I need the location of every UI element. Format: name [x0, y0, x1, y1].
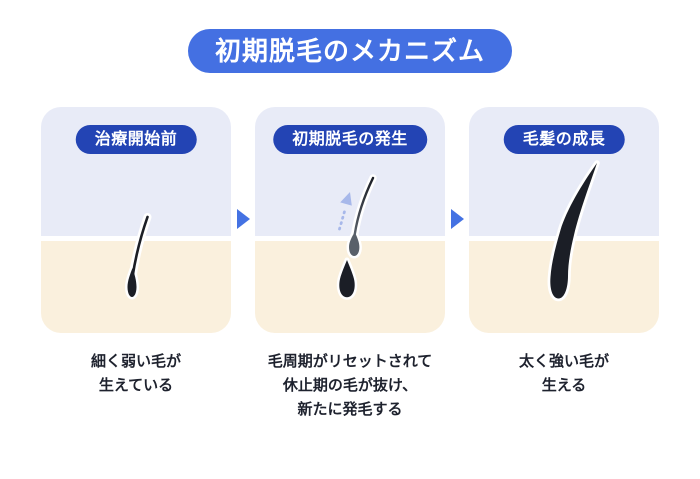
skin-surface-line	[41, 236, 231, 241]
shedding-hair-illustration	[336, 174, 377, 300]
header: 初期脱毛のメカニズム	[0, 29, 700, 73]
step-arrow	[445, 107, 469, 229]
step-label-pill: 毛髪の成長	[503, 125, 625, 154]
arrow-right-icon	[450, 209, 464, 229]
step-caption-3: 太く強い毛が 生える	[518, 353, 609, 394]
step-panel-before-treatment: 治療開始前	[41, 107, 231, 333]
steps-row: 治療開始前 初期脱毛の発生	[0, 107, 700, 333]
step-panel-initial-shedding: 初期脱毛の発生	[255, 107, 445, 333]
thin-weak-hair-illustration	[125, 213, 152, 300]
step-label-pill: 初期脱毛の発生	[273, 125, 427, 154]
dashed-up-arrow-icon	[338, 192, 352, 231]
page-title: 初期脱毛のメカニズム	[187, 29, 512, 73]
step-panel-hair-growth: 毛髪の成長	[469, 107, 659, 333]
arrow-right-icon	[236, 209, 250, 229]
step-arrow	[231, 107, 255, 229]
step-label-pill: 治療開始前	[75, 125, 197, 154]
step-caption-2: 毛周期がリセットされて 休止期の毛が抜け、 新たに発毛する	[267, 353, 433, 418]
step-caption-1: 細く弱い毛が 生えている	[90, 353, 181, 394]
captions-row: 細く弱い毛が 生えている 毛周期がリセットされて 休止期の毛が抜け、 新たに発毛…	[0, 350, 700, 422]
thick-strong-hair-illustration	[547, 160, 600, 302]
